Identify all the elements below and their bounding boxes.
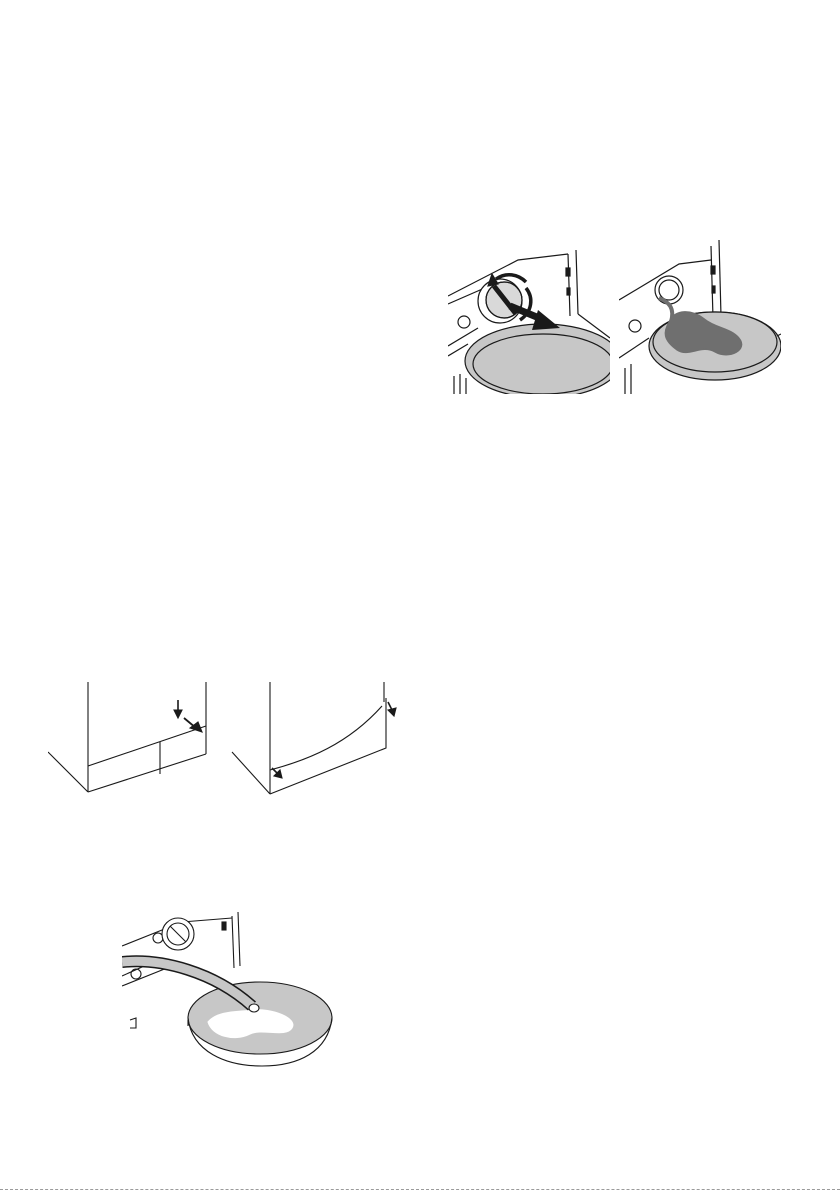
water-collected-in-bowl-illustration xyxy=(619,238,781,394)
emergency-drain-hose-illustration xyxy=(122,910,334,1068)
drain-filter-unscrew-illustration xyxy=(448,246,610,394)
page-bottom-border xyxy=(0,1189,840,1190)
lower-panel-removal-illustration xyxy=(48,682,404,798)
